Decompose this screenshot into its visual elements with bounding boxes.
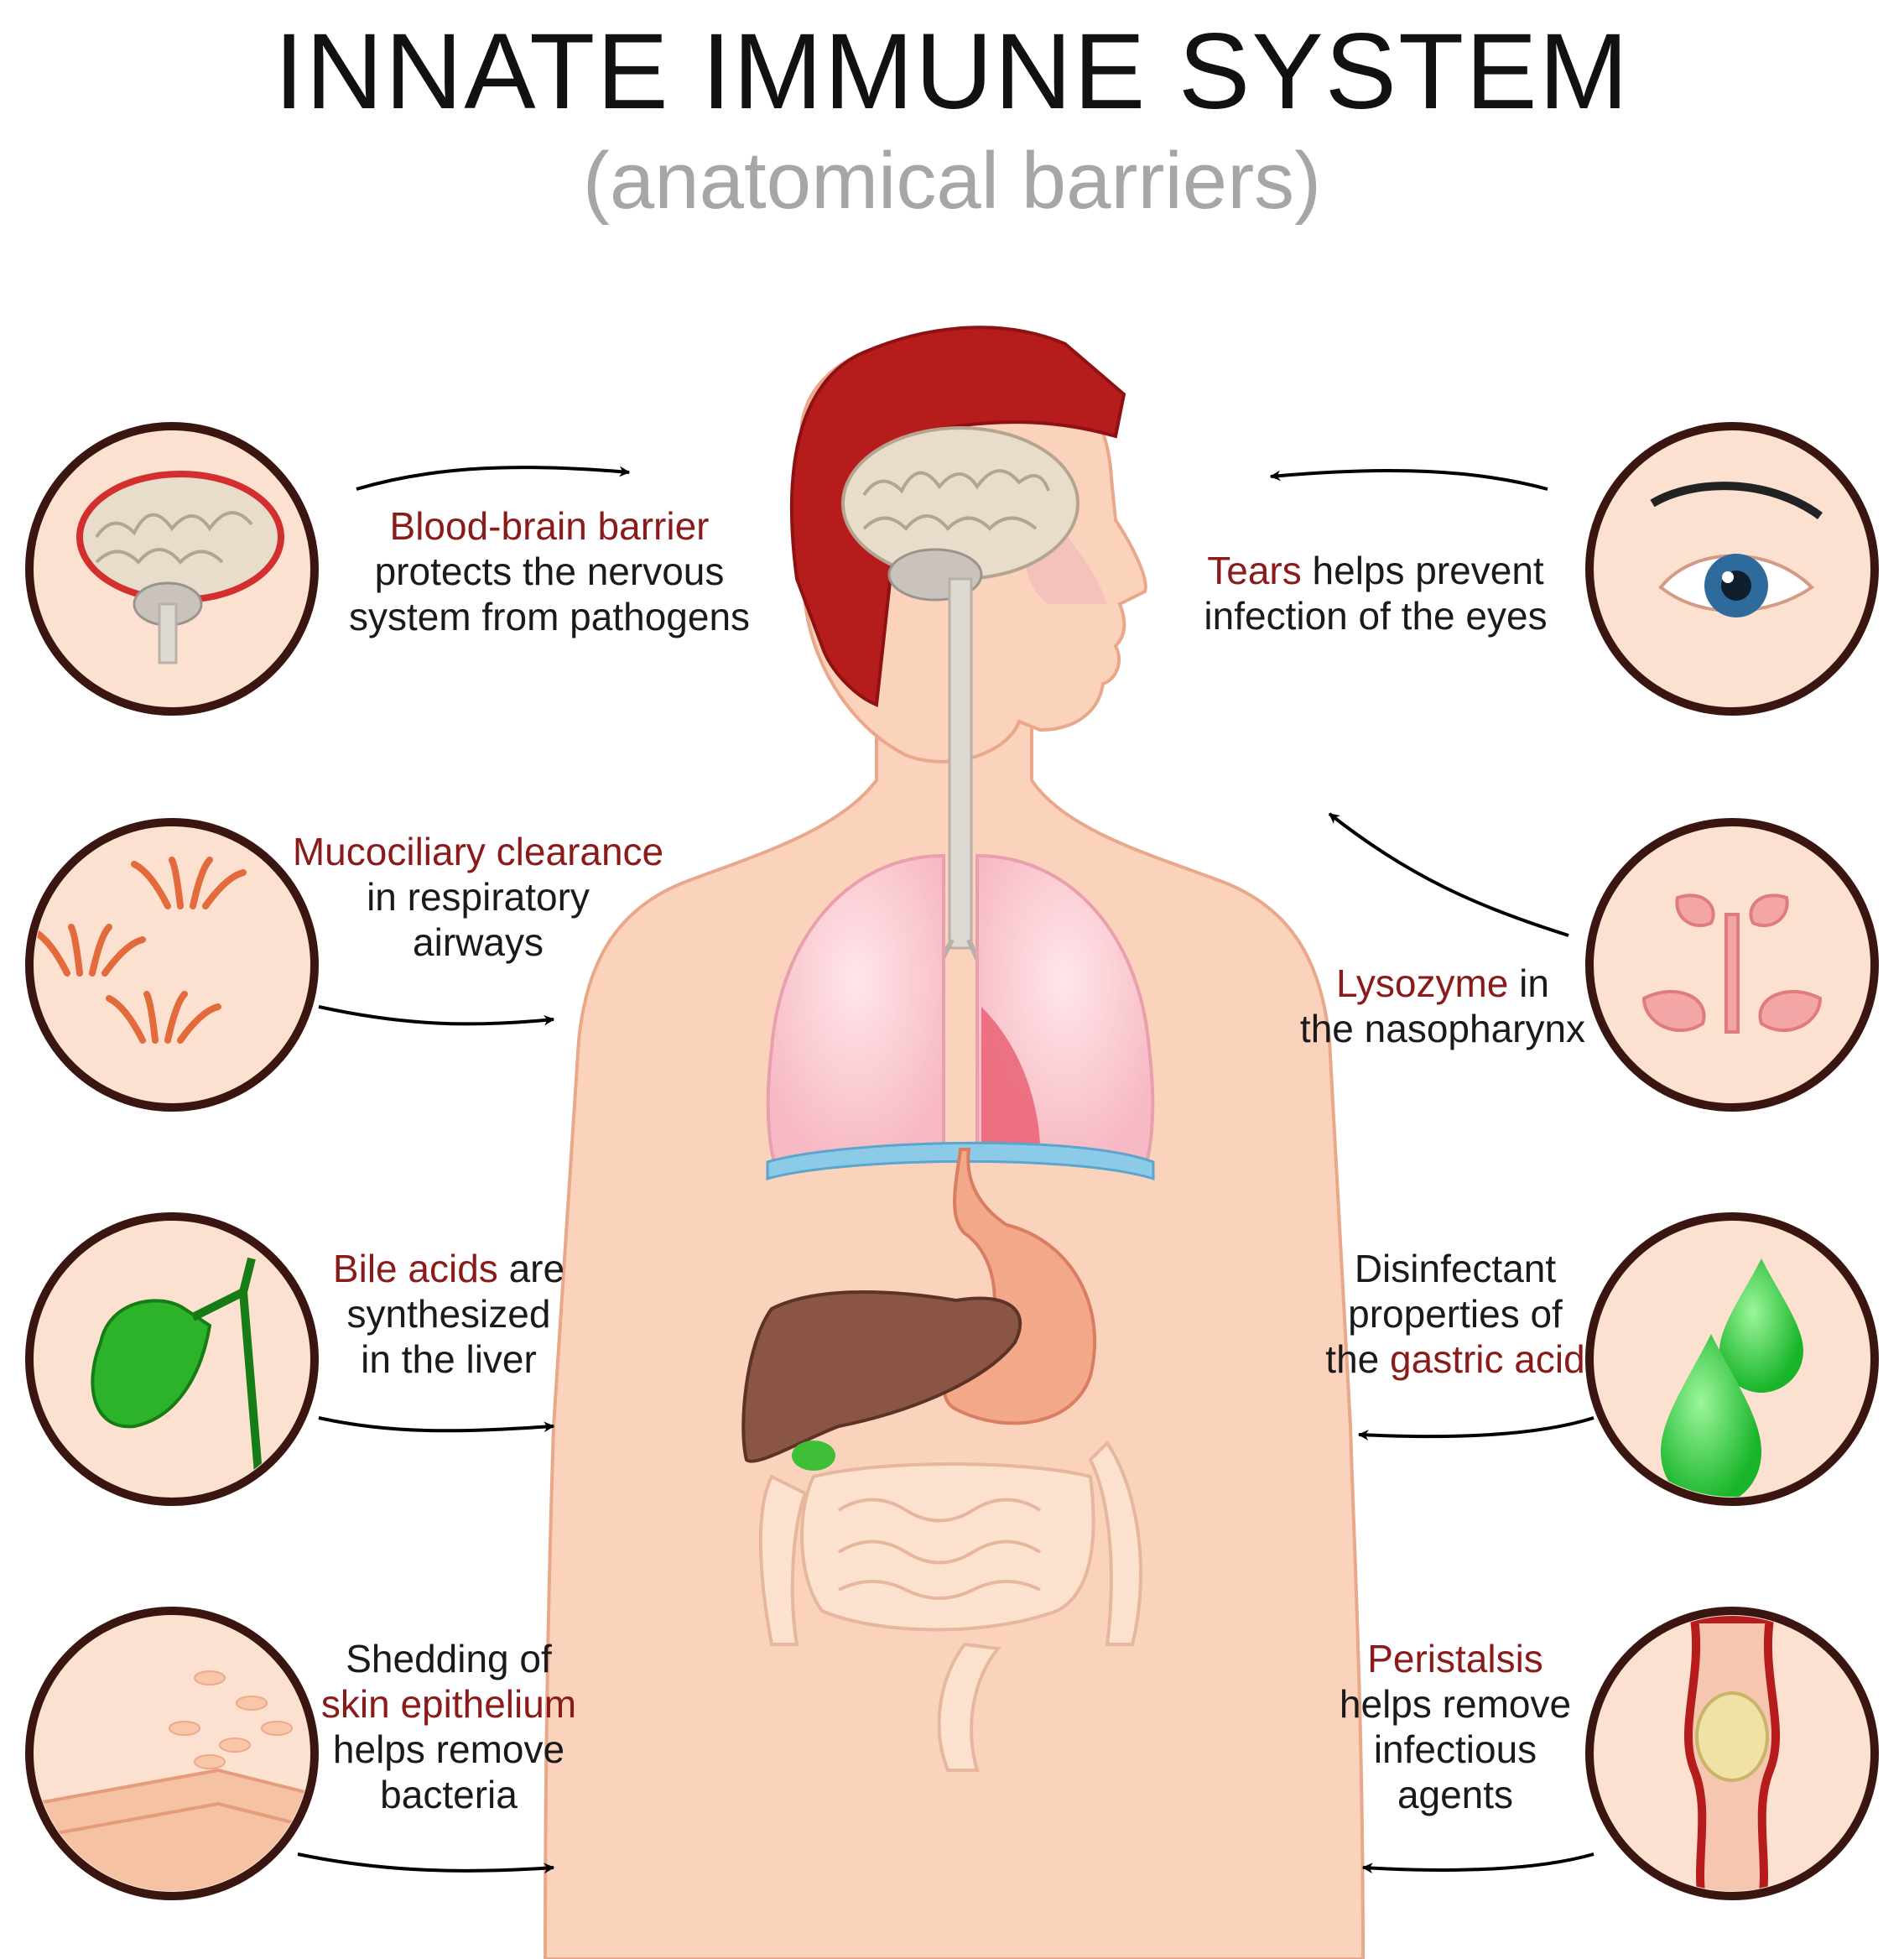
- gastric-line-2: properties of: [1348, 1292, 1563, 1336]
- page-subtitle: (anatomical barriers): [582, 136, 1322, 226]
- highlight-tears: Tears: [1207, 549, 1302, 592]
- eye-icon: [1585, 422, 1879, 716]
- lyso-line-2: the nasopharynx: [1299, 1007, 1586, 1050]
- label-blood-brain-barrier: Blood-brain barrier protects the nervous…: [340, 503, 759, 639]
- label-peristalsis: Peristalsis helps remove infectious agen…: [1308, 1636, 1602, 1817]
- arrow-mucus: [318, 1005, 555, 1026]
- tears-line-1-rest: helps prevent: [1301, 549, 1544, 592]
- gastric-line-3-pre: the: [1325, 1337, 1391, 1381]
- arrow-gastric: [1357, 1416, 1594, 1441]
- peri-line-2: helps remove: [1339, 1682, 1572, 1726]
- bbb-line-3: system from pathogens: [348, 595, 751, 638]
- highlight-peristalsis: Peristalsis: [1367, 1637, 1543, 1680]
- bile-line-3: in the liver: [361, 1337, 537, 1381]
- gallbladder-icon: [25, 1212, 319, 1506]
- page-title: INNATE IMMUNE SYSTEM: [273, 12, 1631, 132]
- brain-icon: [25, 422, 319, 716]
- label-skin-epithelium: Shedding of skin epithelium helps remove…: [302, 1636, 596, 1817]
- arrow-peri: [1361, 1852, 1594, 1874]
- bile-line-1-rest: are: [497, 1247, 565, 1290]
- arrow-bbb: [356, 466, 631, 491]
- mucus-line-2: in respiratory: [367, 875, 590, 919]
- acid-drops-icon: [1585, 1212, 1879, 1506]
- peristalsis-icon: [1585, 1607, 1879, 1900]
- lyso-line-1-rest: in: [1508, 961, 1549, 1005]
- highlight-mucociliary-clearance: Mucociliary clearance: [292, 830, 664, 873]
- mucus-line-3: airways: [413, 920, 544, 964]
- label-bile-acids: Bile acids are synthesized in the liver: [294, 1246, 604, 1382]
- bile-line-2: synthesized: [346, 1292, 551, 1336]
- highlight-lysozyme: Lysozyme: [1336, 961, 1509, 1005]
- tears-line-2: infection of the eyes: [1204, 594, 1548, 638]
- highlight-blood-brain-barrier: Blood-brain barrier: [389, 504, 710, 548]
- nasal-cavity-icon: [1585, 818, 1879, 1112]
- peri-line-4: agents: [1397, 1773, 1514, 1816]
- skin-line-1: Shedding of: [346, 1637, 552, 1680]
- highlight-bile-acids: Bile acids: [332, 1247, 498, 1290]
- skin-line-3: helps remove: [332, 1727, 565, 1771]
- skin-line-4: bacteria: [380, 1773, 518, 1816]
- peri-line-3: infectious: [1373, 1727, 1537, 1771]
- highlight-skin-epithelium: skin epithelium: [320, 1682, 577, 1726]
- bbb-line-2: protects the nervous: [374, 550, 725, 593]
- cilia-icon: [25, 818, 319, 1112]
- label-mucociliary-clearance: Mucociliary clearance in respiratory air…: [268, 829, 688, 965]
- human-body: [543, 326, 1366, 1959]
- label-lysozyme: Lysozyme in the nasopharynx: [1275, 961, 1610, 1051]
- arrow-lyso: [1328, 812, 1569, 937]
- highlight-gastric-acid: gastric acid: [1390, 1337, 1585, 1381]
- label-gastric-acid: Disinfectant properties of the gastric a…: [1308, 1246, 1602, 1382]
- gastric-line-1: Disinfectant: [1354, 1247, 1557, 1290]
- arrow-skin: [297, 1852, 555, 1874]
- skin-epithelium-icon: [25, 1607, 319, 1900]
- label-tears: Tears helps prevent infection of the eye…: [1174, 548, 1577, 638]
- arrow-tears: [1269, 468, 1548, 491]
- arrow-bile: [318, 1416, 555, 1433]
